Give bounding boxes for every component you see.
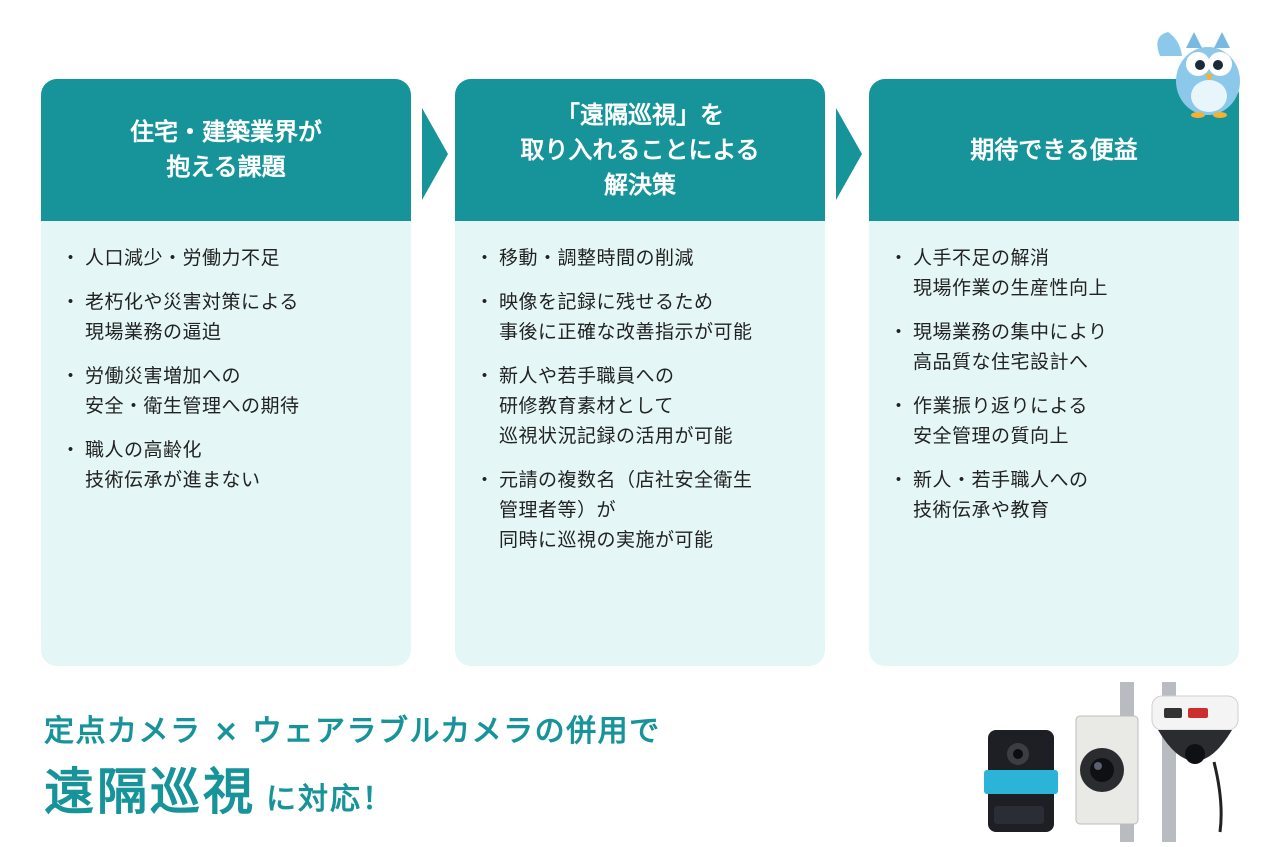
headline-suffix: に対応！ (266, 782, 394, 817)
solution-list: 移動・調整時間の削減 映像を記録に残せるため 事後に正確な改善指示が可能 新人や… (455, 221, 825, 555)
column-heading: 期待できる便益 (869, 79, 1239, 221)
list-item: 職人の高齢化 技術伝承が進まない (61, 435, 391, 495)
list-item: 新人や若手職員への 研修教育素材として 巡視状況記録の活用が可能 (475, 361, 805, 451)
benefit-list: 人手不足の解消 現場作業の生産性向上 現場業務の集中により 高品質な住宅設計へ … (869, 221, 1239, 525)
column-benefits: 期待できる便益 人手不足の解消 現場作業の生産性向上 現場業務の集中により 高品… (869, 79, 1239, 666)
dome-camera-icon (1151, 682, 1239, 842)
column-solutions: 「遠隔巡視」を 取り入れることによる 解決策 移動・調整時間の削減 映像を記録に… (455, 79, 825, 666)
headline: 遠隔巡視 に対応！ (44, 752, 394, 824)
tagline: 定点カメラ × ウェアラブルカメラの併用で (44, 714, 661, 749)
flow-arrow-icon (422, 108, 448, 200)
list-item: 元請の複数名（店社安全衛生 管理者等）が 同時に巡視の実施が可能 (475, 465, 805, 555)
column-heading: 住宅・建築業界が 抱える課題 (41, 79, 411, 221)
list-item: 新人・若手職人への 技術伝承や教育 (889, 465, 1219, 525)
challenge-list: 人口減少・労働力不足 老朽化や災害対策による 現場業務の逼迫 労働災害増加への … (41, 221, 411, 495)
column-challenges: 住宅・建築業界が 抱える課題 人口減少・労働力不足 老朽化や災害対策による 現場… (41, 79, 411, 666)
list-item: 労働災害増加への 安全・衛生管理への期待 (61, 361, 391, 421)
flow-arrow-icon (836, 108, 862, 200)
list-item: 映像を記録に残せるため 事後に正確な改善指示が可能 (475, 287, 805, 347)
headline-highlight: 遠隔巡視 (44, 763, 256, 821)
list-item: 人口減少・労働力不足 (61, 243, 391, 273)
list-item: 現場業務の集中により 高品質な住宅設計へ (889, 317, 1219, 377)
camera-products-image (984, 682, 1239, 842)
owl-mascot-icon (1157, 32, 1240, 118)
wearable-camera-icon (984, 730, 1058, 832)
list-item: 老朽化や災害対策による 現場業務の逼迫 (61, 287, 391, 347)
list-item: 作業振り返りによる 安全管理の質向上 (889, 391, 1219, 451)
list-item: 人手不足の解消 現場作業の生産性向上 (889, 243, 1219, 303)
column-heading: 「遠隔巡視」を 取り入れることによる 解決策 (455, 79, 825, 221)
fixed-camera-icon (1075, 682, 1139, 842)
list-item: 移動・調整時間の削減 (475, 243, 805, 273)
